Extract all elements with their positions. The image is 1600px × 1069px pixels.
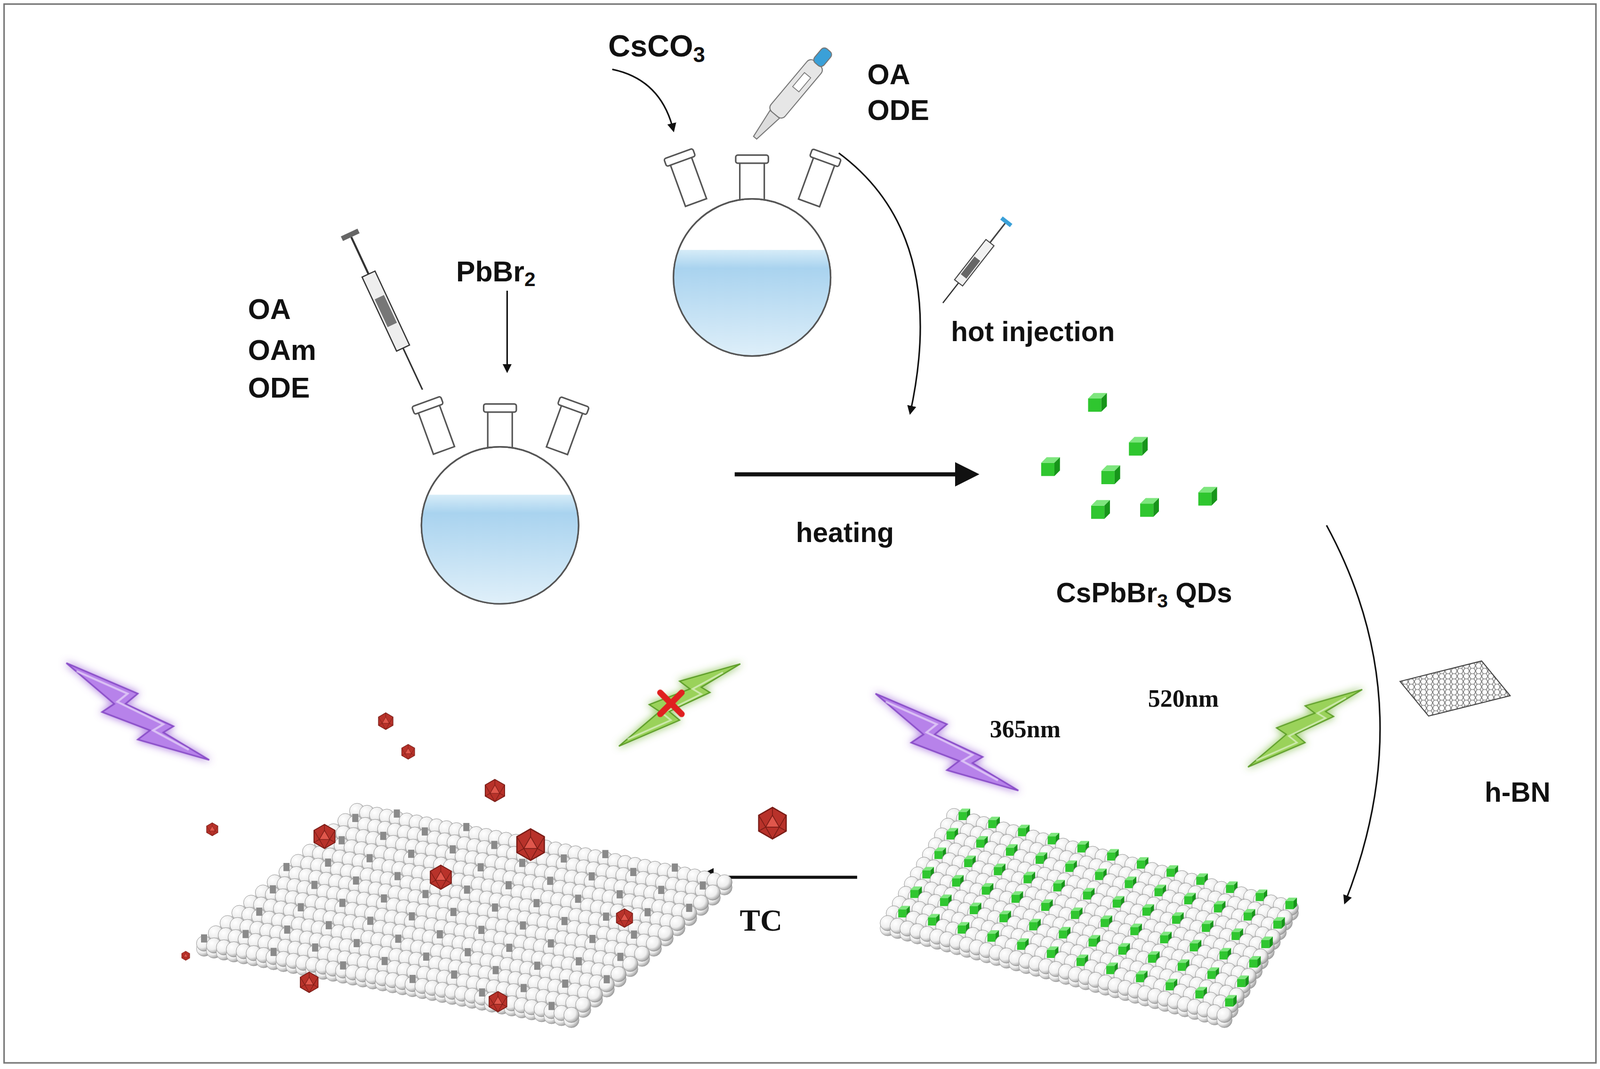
text-label: ODE (867, 94, 930, 127)
text-label: hot injection (950, 316, 1115, 347)
syringe (340, 228, 431, 394)
text-label: OA (248, 293, 291, 325)
process-arrows (506, 69, 1380, 903)
frame (4, 4, 1597, 1064)
syringe-small (938, 216, 1013, 307)
uv-bolt (66, 663, 1019, 791)
text-label: 365nm (989, 715, 1061, 743)
quench-cross (660, 692, 683, 715)
text-label: TC (739, 904, 783, 939)
hbn-sheets (181, 713, 1299, 1029)
text-label: OA (867, 58, 911, 91)
text-label: ODE (248, 371, 311, 404)
flask-cesium (663, 148, 842, 373)
qd-cubes (1041, 393, 1218, 520)
text-label: OAm (248, 334, 317, 366)
text-label: 520nm (1148, 685, 1219, 713)
text-label: PbBr2 (456, 256, 536, 291)
flask-pbbr2 (411, 396, 590, 618)
text-label: h-BN (1484, 777, 1551, 808)
text-label: heating (795, 517, 894, 548)
hbn-sheet-icon (1399, 661, 1511, 717)
green-emission-bolt (619, 664, 1363, 768)
text-label: CsCO3 (608, 29, 706, 67)
text-label: CsPbBr3 QDs (1056, 578, 1233, 612)
tc-molecule (758, 807, 787, 840)
pipette (747, 44, 836, 144)
